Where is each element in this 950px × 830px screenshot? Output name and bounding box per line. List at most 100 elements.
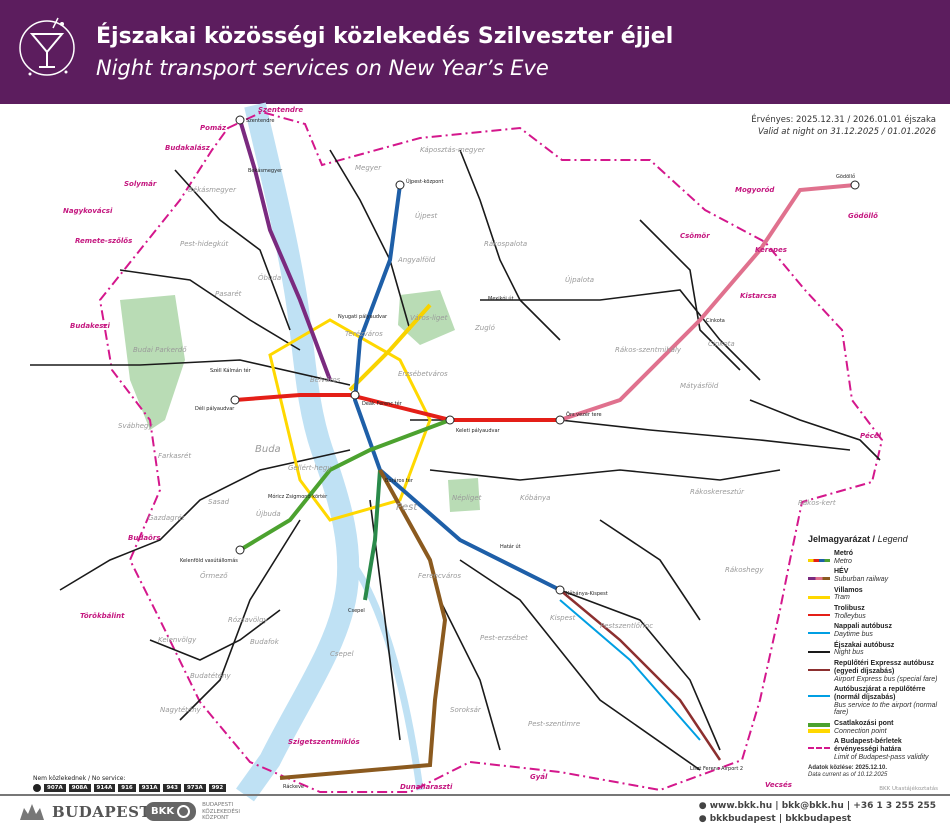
metro-m1-line[interactable] [348,303,432,392]
town-label: Törökbálint [80,612,125,620]
town-label: Szentendre [258,106,303,114]
contact-line-1[interactable]: www.bkk.hu | bkk@bkk.hu | +36 1 3 255 25… [709,801,936,811]
town-label: Budaörs [128,534,160,542]
stop-label: Határ út [500,543,521,550]
night-bus-network[interactable] [30,149,881,771]
district-label: Pestszentlőrinc [600,621,653,630]
credit: BKK Utastájékoztatás [879,786,938,792]
contact-line-2[interactable]: bkkbudapest | bkkbudapest [709,814,852,824]
stop-label: Cinkota [706,318,725,324]
stop-kobanya-kispest[interactable] [555,585,565,595]
metro-m2-line[interactable] [234,393,560,422]
district-label: Sasad [208,498,230,506]
park-nepliget [448,478,480,512]
district-label: Város-liget [410,314,448,322]
district-label: Cinkota [708,340,735,348]
district-label: Svábhegy [118,422,154,430]
stop-ujpest[interactable] [395,180,405,190]
validity-note: Érvényes: 2025.12.31 / 2026.01.01 éjszak… [751,114,936,138]
stop-kelenfold[interactable] [235,545,245,555]
district-label: Terézváros [345,330,383,338]
park-budai-parkerdo [120,295,185,430]
district-label: Újpest [415,211,437,220]
stop-label: Liszt Ferenc Airport 2 [690,766,743,772]
legend-airport-bus: Autóbuszjárat a repülőtérre (normál díjs… [808,686,948,717]
stop-keleti[interactable] [445,415,455,425]
district-label: Újpalota [565,275,594,284]
cocktail-glass-icon [19,17,75,76]
header-banner: Éjszakai közösségi közlekedés Szilveszte… [0,0,950,104]
town-label: Remete-szőlős [75,236,132,245]
validity-en: Valid at night on 31.12.2025 / 01.01.202… [757,127,936,137]
hev-rackeve-line[interactable] [279,469,448,780]
stop-label: Kőbánya-Kispest [566,590,608,597]
validity-hu: Érvényes: 2025.12.31 / 2026.01.01 éjszak… [751,115,936,125]
hev-csepel-line[interactable] [363,469,382,601]
budapest-crest-icon [20,804,44,820]
district-label: Békásmegyer [188,186,237,194]
stop-label: Móricz Zsigmond körtér [268,493,328,500]
district-label: Kispest [550,614,576,622]
district-label: Pest-erzsébet [480,634,528,642]
district-label: Káposztás-megyer [420,146,486,154]
metro-m4-line[interactable] [238,418,451,552]
district-label: Óbuda [258,273,281,282]
danube-river [236,102,360,802]
stop-label: Békásmegyer [248,167,283,174]
social-icon: ● [698,814,710,824]
no-service-list: Nem közlekednek / No service: 907A 908A … [33,775,227,792]
district-label: Rákospalota [484,240,527,248]
hev-godollo-line[interactable] [559,183,856,422]
stop-szentendre[interactable] [235,115,245,125]
route-badge: 973A [183,784,206,792]
page-subtitle: Night transport services on New Year’s E… [96,56,549,80]
globe-icon: ● [698,801,710,811]
stop-label: Boráros tér [385,477,414,484]
town-label: Dunaharaszti [400,783,453,791]
stop-godollo[interactable] [850,180,860,190]
district-label: Mátyásföld [680,382,719,390]
budapest-pass-boundary [98,110,884,793]
stop-ors-vezer[interactable] [555,415,565,425]
stop-label: Ráckeve [283,783,304,790]
stop-deli[interactable] [230,395,240,405]
tram-4-6-line[interactable] [268,318,432,522]
stop-label: Deák Ferenc tér [362,400,403,407]
legend-title: Jelmagyarázat / Legend [808,534,908,544]
route-badge: 914A [93,784,116,792]
town-labels: Szentendre Pomáz Budakalász Solymár Nagy… [63,106,882,791]
stop-label: Szentendre [246,118,274,124]
budapest-logo: BUDAPEST [18,802,151,822]
route-badge: 907A [44,784,66,792]
town-label: Budakalász [165,144,211,152]
district-label: Erzsébetváros [398,370,448,378]
town-label: Kerepes [755,246,787,254]
route-badge: 916 [118,784,136,792]
airport-express-line[interactable] [559,589,722,761]
district-label: Pest-hidegkút [180,240,229,248]
day-bus-airport-line[interactable] [559,599,701,741]
stop-label: Déli pályaudvar [195,405,235,412]
no-entry-icon [33,784,41,792]
metro-m3-line[interactable] [352,184,561,592]
district-label: Kőbánya [520,493,550,502]
stop-label: Keleti pályaudvar [456,427,501,434]
hev-szentendre-line[interactable] [238,119,332,381]
town-label: Csömör [680,232,710,240]
stop-deak-ter[interactable] [350,390,360,400]
district-label: Zugló [474,324,496,332]
district-label: Rákos-kert [798,499,836,507]
town-label: Kistarcsa [740,292,777,300]
town-label: Szigetszentmiklós [288,738,360,746]
stop-label: Nyugati pályaudvar [338,313,388,320]
route-badge: 992 [208,784,227,792]
stop-labels: Szentendre Békásmegyer Újpest-központ Kő… [180,118,855,790]
